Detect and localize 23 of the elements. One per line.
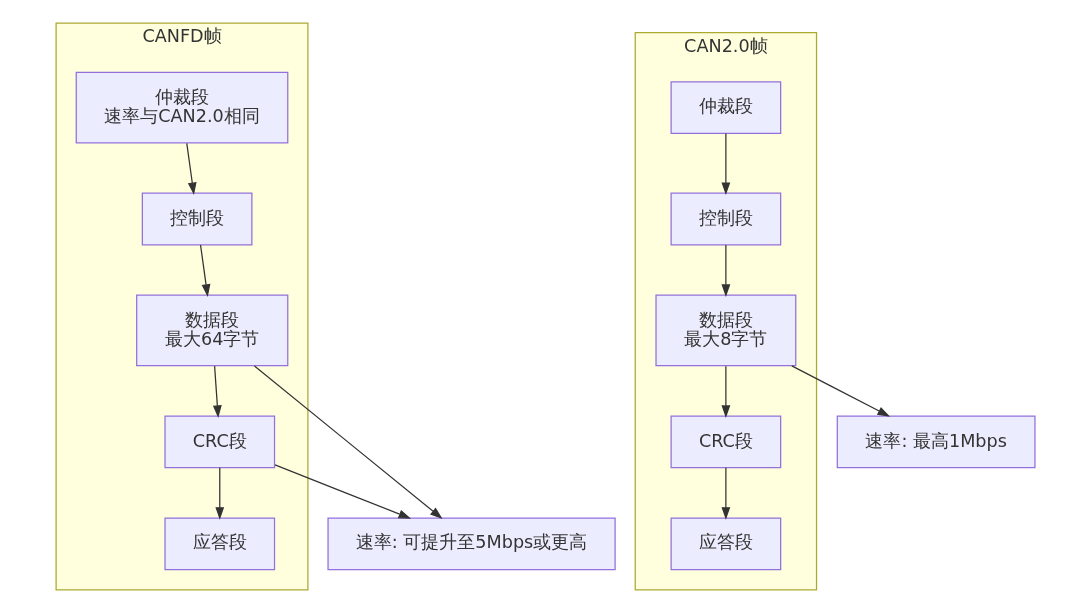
node-box: 应答段	[163, 517, 275, 571]
arrow	[185, 142, 197, 196]
node-box: 应答段	[670, 517, 781, 571]
arrow	[273, 464, 411, 519]
node-box: 数据段 最大8字节	[654, 294, 796, 367]
node-box: CRC段	[670, 415, 781, 469]
arrow	[199, 244, 210, 297]
node-box: 控制段	[141, 192, 252, 246]
node-box: CRC段	[163, 415, 275, 469]
arrow	[720, 365, 730, 418]
arrow	[720, 467, 730, 520]
node-box: 控制段	[670, 192, 781, 246]
arrow	[212, 365, 222, 418]
node-box: 数据段 最大64字节	[135, 294, 288, 367]
arrow	[214, 467, 224, 520]
node-box: 速率: 最高1Mbps	[836, 415, 1036, 469]
arrow	[720, 244, 730, 297]
arrow	[790, 365, 890, 417]
node-box: 仲裁段	[670, 81, 781, 134]
arrow	[720, 132, 730, 196]
node-box: 仲裁段 速率与CAN2.0相同	[75, 71, 288, 144]
node-box: 速率: 可提升至5Mbps或更高	[326, 517, 616, 571]
arrow	[253, 365, 443, 519]
